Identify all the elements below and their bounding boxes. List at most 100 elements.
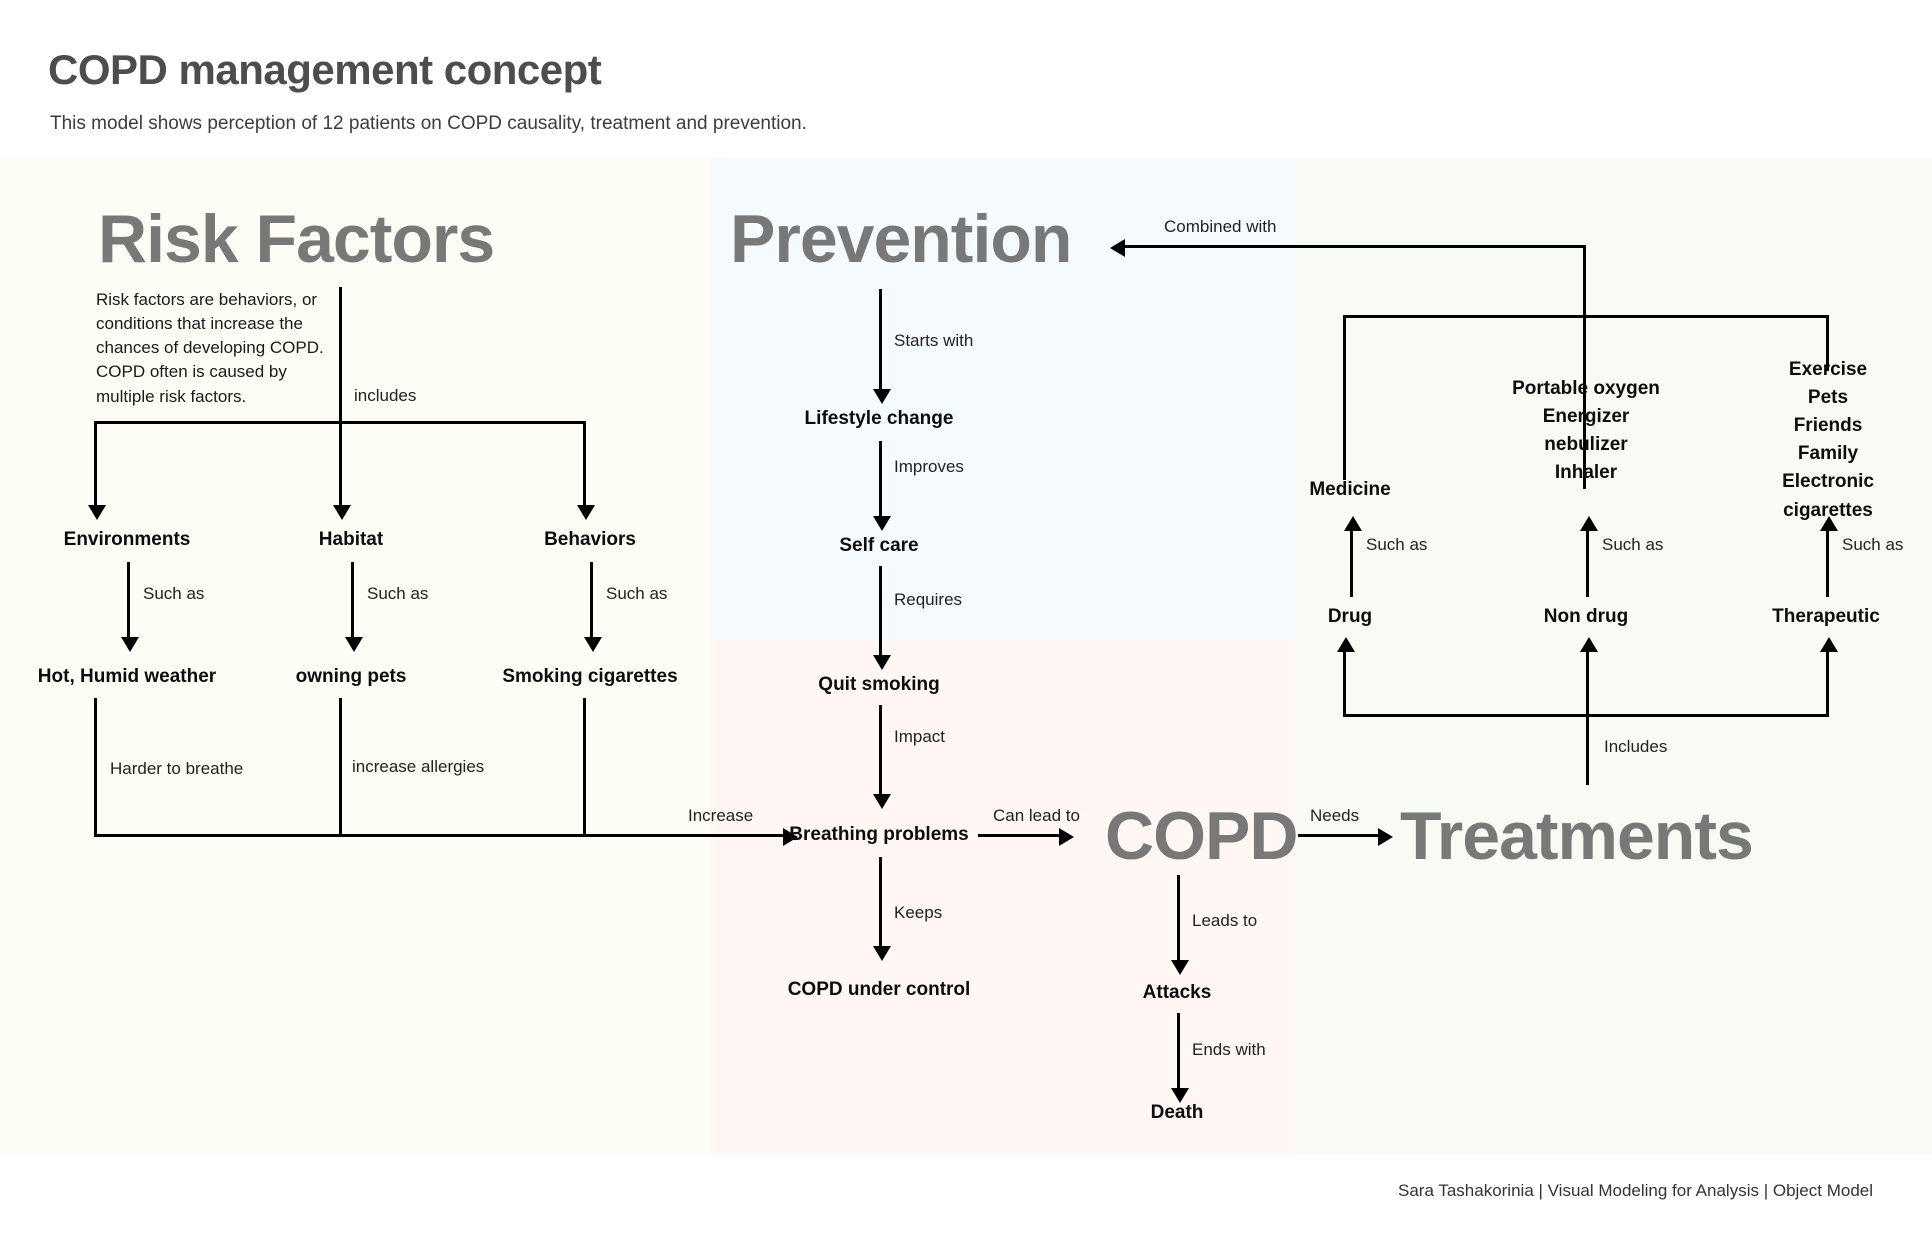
- edge-therapeutic-to-examples: [1826, 530, 1829, 597]
- arrowhead-smoking: [584, 637, 602, 652]
- node-lifestyle-change: Lifestyle change: [804, 408, 954, 429]
- arrowhead-breathing: [873, 794, 891, 809]
- node-copd-under-control: COPD under control: [787, 979, 971, 1000]
- arrowhead-lifestyle-change: [873, 389, 891, 404]
- merge-rail-to-breathing: [94, 834, 786, 837]
- arrowhead-copd: [1059, 828, 1074, 846]
- arrowhead-medicine: [1344, 516, 1362, 531]
- edge-label-such-as-habitat: Such as: [367, 584, 429, 603]
- risk-factors-description: Risk factors are behaviors, or condition…: [96, 290, 324, 406]
- merge-leg-smoking: [583, 698, 586, 837]
- edge-behaviors-to-smoking: [590, 562, 593, 640]
- section-title-copd: COPD: [1105, 798, 1298, 874]
- treatments-leg-medicine: [1343, 315, 1346, 480]
- edge-label-ends-with: Ends with: [1192, 1040, 1266, 1059]
- edge-habitat-to-pets: [351, 562, 354, 640]
- node-death: Death: [1150, 1102, 1204, 1123]
- edge-label-such-as-medicine: Such as: [1366, 535, 1428, 554]
- prevention-panel: [710, 158, 1295, 640]
- risk-stem-line: [339, 287, 342, 423]
- edge-copd-to-attacks: [1177, 875, 1180, 963]
- arrowhead-self-care: [873, 516, 891, 531]
- edge-drug-to-medicine: [1350, 530, 1353, 597]
- edge-label-impact: Impact: [894, 727, 946, 746]
- arrowhead-therapeutic-includes: [1820, 637, 1838, 652]
- section-title-risk-factors: Risk Factors: [98, 201, 495, 277]
- edge-label-leads-to: Leads to: [1192, 911, 1258, 930]
- node-hot-humid-weather: Hot, Humid weather: [37, 666, 217, 687]
- edge-label-increase-allergies: increase allergies: [352, 757, 485, 776]
- arrowhead-behaviors: [577, 505, 595, 520]
- edge-treatments-combined-with: [1125, 245, 1586, 248]
- risk-drop-environments: [94, 421, 97, 508]
- footer-credit: Sara Tashakorinia | Visual Modeling for …: [1398, 1181, 1874, 1200]
- edge-label-can-lead-to: Can lead to: [993, 806, 1080, 825]
- edge-label-needs: Needs: [1310, 806, 1360, 825]
- edge-label-such-as-behaviors: Such as: [606, 584, 668, 603]
- node-smoking-cigarettes: Smoking cigarettes: [502, 666, 678, 687]
- arrowhead-death: [1171, 1088, 1189, 1103]
- arrowhead-drug: [1337, 637, 1355, 652]
- arrowhead-therapeutic: [1820, 516, 1838, 531]
- treatments-leg-therapeutic: [1826, 315, 1829, 371]
- edge-label-includes-treatments: Includes: [1604, 737, 1668, 756]
- node-attacks: Attacks: [1142, 982, 1212, 1003]
- edge-label-starts-with: Starts with: [894, 331, 974, 350]
- node-drug: Drug: [1327, 606, 1373, 627]
- page-title: COPD management concept: [48, 46, 602, 93]
- edge-copd-to-treatments: [1298, 834, 1381, 837]
- arrowhead-non-drug-includes: [1580, 637, 1598, 652]
- arrowhead-quit-smoking: [873, 655, 891, 670]
- treatments-branch-bar: [1343, 315, 1829, 318]
- edge-label-keeps: Keeps: [894, 903, 943, 922]
- node-behaviors: Behaviors: [544, 529, 636, 550]
- node-therapeutic-examples: Exercise Pets Friends Family Electronic …: [1782, 359, 1874, 521]
- treatments-vertical-spine: [1583, 245, 1586, 489]
- includes-leg-nondrug: [1586, 650, 1589, 785]
- edge-label-such-as-nondrug: Such as: [1602, 535, 1664, 554]
- edge-breathing-to-copd: [978, 834, 1062, 837]
- risk-factors-panel: [0, 158, 710, 1155]
- node-owning-pets: owning pets: [295, 666, 407, 687]
- section-title-treatments: Treatments: [1400, 798, 1754, 874]
- edge-label-improves: Improves: [894, 457, 964, 476]
- page-subtitle: This model shows perception of 12 patien…: [50, 113, 807, 134]
- node-therapeutic: Therapeutic: [1772, 606, 1880, 627]
- includes-leg-drug: [1343, 650, 1346, 717]
- node-self-care: Self care: [839, 535, 919, 556]
- edge-selfcare-to-quitsmoking: [879, 566, 882, 658]
- edge-label-increase: Increase: [688, 806, 754, 825]
- edge-attacks-to-death: [1177, 1013, 1180, 1091]
- merge-leg-pets: [339, 698, 342, 837]
- node-breathing-problems: Breathing problems: [789, 824, 969, 845]
- arrowhead-copd-under-control: [873, 946, 891, 961]
- risk-drop-behaviors: [583, 421, 586, 508]
- risk-branch-bar: [94, 421, 583, 424]
- arrowhead-attacks: [1171, 960, 1189, 975]
- edge-nondrug-to-examples: [1586, 530, 1589, 597]
- node-quit-smoking: Quit smoking: [818, 674, 940, 695]
- edge-label-harder-to-breathe: Harder to breathe: [110, 759, 244, 778]
- arrowhead-habitat: [333, 505, 351, 520]
- node-medicine: Medicine: [1309, 479, 1391, 500]
- node-environments: Environments: [63, 529, 191, 550]
- risk-drop-habitat: [339, 421, 342, 508]
- includes-leg-therapeutic: [1826, 650, 1829, 717]
- edge-label-combined-with: Combined with: [1164, 217, 1277, 236]
- edge-quitsmoking-to-breathing: [879, 705, 882, 797]
- arrowhead-environments: [88, 505, 106, 520]
- edge-environments-to-weather: [127, 562, 130, 640]
- arrowhead-pets: [345, 637, 363, 652]
- edge-label-requires: Requires: [894, 590, 963, 609]
- arrowhead-treatments: [1378, 828, 1393, 846]
- arrowhead-breathing-problems: [783, 828, 798, 846]
- edge-lifestyle-to-selfcare: [879, 441, 882, 519]
- treatments-panel: [1295, 158, 1932, 1155]
- node-non-drug: Non drug: [1543, 606, 1629, 627]
- arrowhead-combined-with: [1110, 239, 1125, 257]
- edge-breathing-to-undercontrol: [879, 857, 882, 949]
- arrowhead-non-drug: [1580, 516, 1598, 531]
- edge-label-such-as-env: Such as: [143, 584, 205, 603]
- node-habitat: Habitat: [318, 529, 384, 550]
